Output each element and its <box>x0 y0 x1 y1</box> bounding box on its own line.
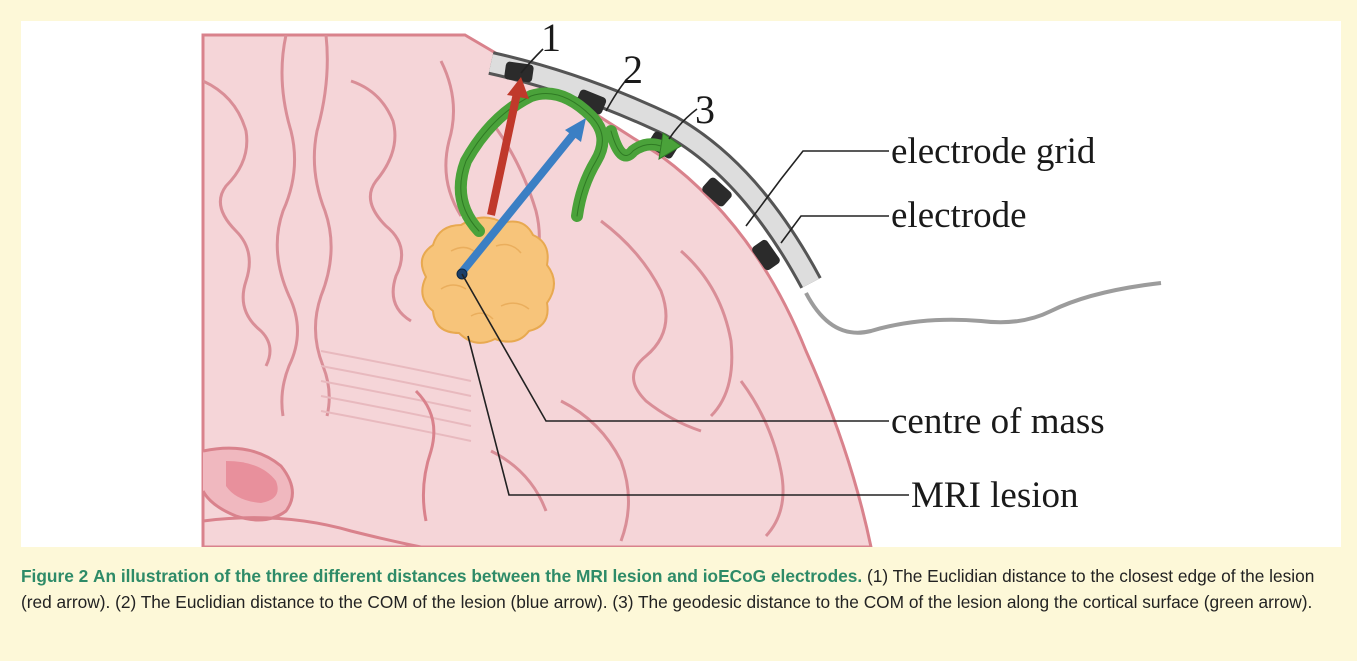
label-1: 1 <box>541 21 561 60</box>
centre-of-mass-label: centre of mass <box>891 401 1105 442</box>
electrode-grid-label: electrode grid <box>891 131 1096 172</box>
figure-caption: Figure 2 An illustration of the three di… <box>21 563 1339 615</box>
mri-lesion-label: MRI lesion <box>911 475 1079 516</box>
caption-label: Figure 2 <box>21 566 88 586</box>
label-2: 2 <box>623 47 643 92</box>
label-3: 3 <box>695 87 715 132</box>
electrode-label: electrode <box>891 195 1027 236</box>
brain-illustration: 1 2 3 electrode grid electrode centre of… <box>21 21 1341 547</box>
figure-panel: 1 2 3 electrode grid electrode centre of… <box>21 21 1341 547</box>
caption-title: An illustration of the three different d… <box>93 566 862 586</box>
